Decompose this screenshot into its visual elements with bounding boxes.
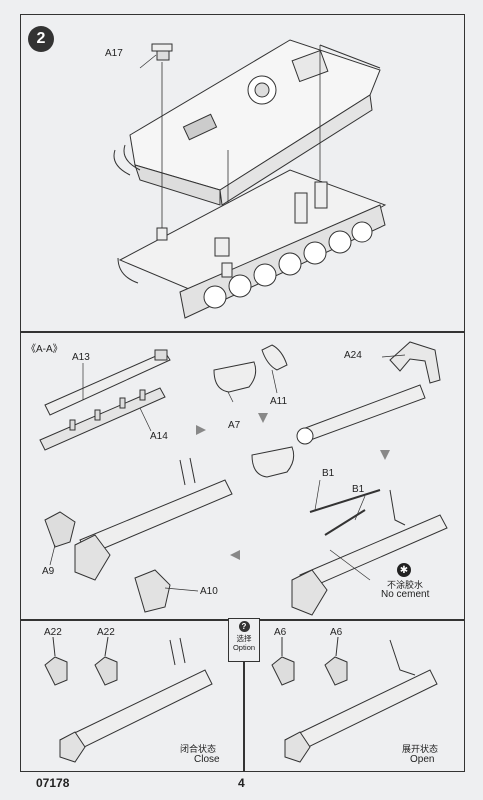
arm-a24-drawing	[296, 341, 441, 445]
part-label-a13: A13	[72, 352, 90, 363]
top-panel	[20, 14, 465, 332]
bottom-right-panel	[244, 620, 465, 772]
step-number-badge: 2	[28, 26, 54, 52]
assembly-right-drawing	[291, 489, 448, 616]
no-cement-icon: ✱	[397, 563, 411, 577]
part-label-a10: A10	[200, 586, 218, 597]
lower-hull-drawing	[117, 169, 387, 319]
part-label-a9: A9	[42, 566, 55, 577]
arm-a13-a14-drawing	[39, 349, 171, 451]
flow-arrows	[196, 413, 390, 560]
page-number: 4	[238, 776, 245, 790]
bottom-left-panel	[20, 620, 244, 772]
close-state-cn: 闭合状态	[180, 744, 217, 754]
no-cement-cn: 不涂胶水	[387, 580, 424, 590]
close-state-drawing	[44, 636, 213, 763]
product-code: 07178	[36, 776, 70, 790]
part-label-a17: A17	[105, 48, 123, 59]
part-label-a22-left: A22	[44, 627, 62, 638]
part-label-b1-left: B1	[322, 468, 335, 479]
no-cement-en: No cement	[381, 589, 430, 600]
part-label-a11: A11	[270, 396, 288, 407]
part-label-a6-right: A6	[330, 627, 343, 638]
open-state-en: Open	[410, 754, 435, 765]
part-label-a6-left: A6	[274, 627, 287, 638]
upper-hull-drawing	[113, 39, 381, 206]
option-en: Option	[232, 643, 256, 652]
section-ref-aa: 《A-A》	[26, 344, 63, 355]
part-label-a14: A14	[150, 431, 168, 442]
bracket-a7-a11-drawing	[213, 344, 295, 478]
close-state-en: Close	[194, 754, 220, 765]
part-label-a24: A24	[344, 350, 362, 361]
part-label-b1-right: B1	[352, 484, 365, 495]
option-cn: 选择	[236, 634, 252, 643]
question-icon: ?	[238, 621, 250, 632]
open-state-drawing	[271, 636, 438, 763]
assembly-left-drawing	[44, 457, 233, 613]
open-state-cn: 展开状态	[402, 744, 439, 754]
part-label-a7: A7	[228, 420, 241, 431]
option-box: ? 选择 Option	[228, 618, 260, 662]
part-label-a22-right: A22	[97, 627, 115, 638]
